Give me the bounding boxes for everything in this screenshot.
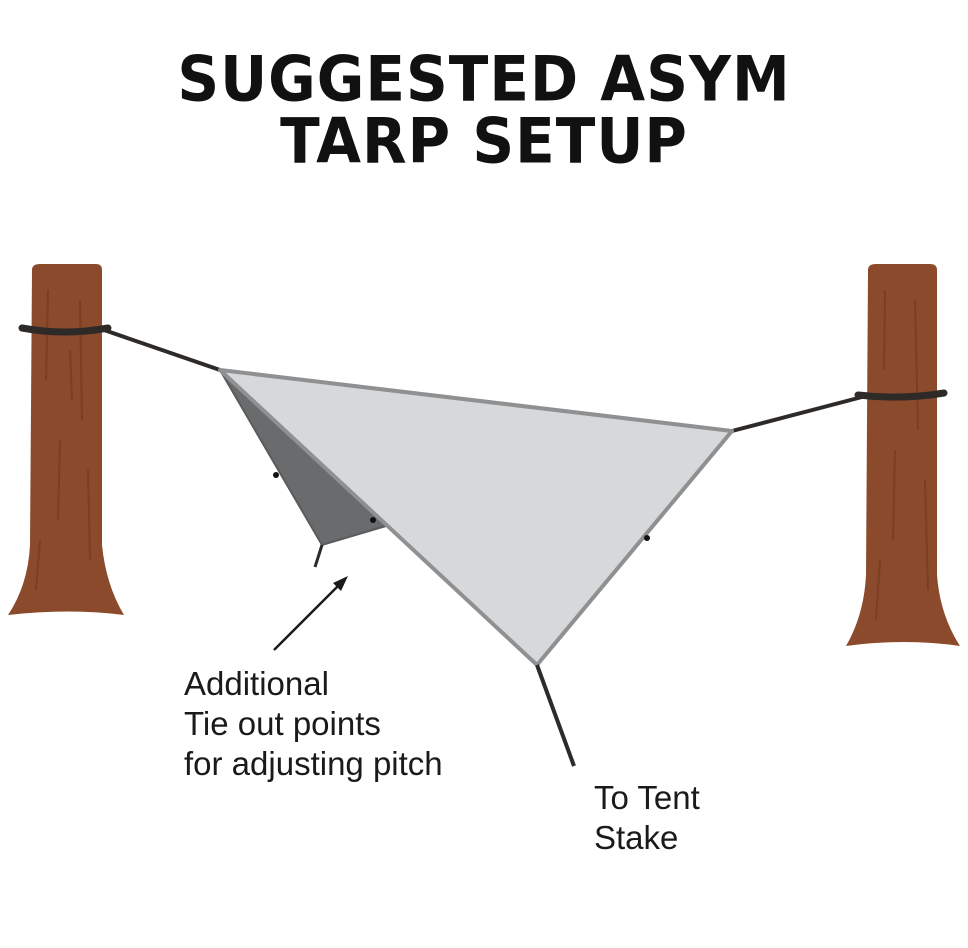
right-tree-rope-band [854, 389, 948, 401]
tieout-point-side [273, 472, 279, 478]
left-tree-bark-lines [35, 289, 91, 591]
left-tree [8, 264, 124, 615]
stake-annotation: To Tent Stake [594, 778, 700, 858]
right-tree-bark-lines [875, 289, 929, 621]
left-tree-rope-band [18, 324, 112, 336]
side-panel-tieout-line [313, 544, 324, 568]
right-tree [846, 264, 960, 646]
tieout-arrow [273, 576, 348, 651]
tieout-annotation-line-1: Additional [184, 665, 329, 702]
tieout-annotation-line-2: Tie out points [184, 705, 381, 742]
right-guyline [731, 395, 863, 433]
diagram-title-line-1: SUGGESTED ASYM [177, 42, 791, 116]
tieout-point-middle [370, 517, 376, 523]
stake-annotation-line-1: To Tent [594, 779, 700, 816]
tarp-main-panel [218, 368, 734, 667]
diagram-title-line-2: TARP SETUP [280, 104, 688, 178]
right-tree-trunk [846, 264, 960, 646]
left-guyline [103, 328, 221, 372]
tieout-annotation-line-3: for adjusting pitch [184, 745, 443, 782]
stake-line [535, 664, 576, 767]
tieout-annotation: Additional Tie out points for adjusting … [184, 664, 443, 784]
tieout-point-right [644, 535, 650, 541]
left-tree-trunk [8, 264, 124, 615]
stake-annotation-line-2: Stake [594, 819, 679, 856]
